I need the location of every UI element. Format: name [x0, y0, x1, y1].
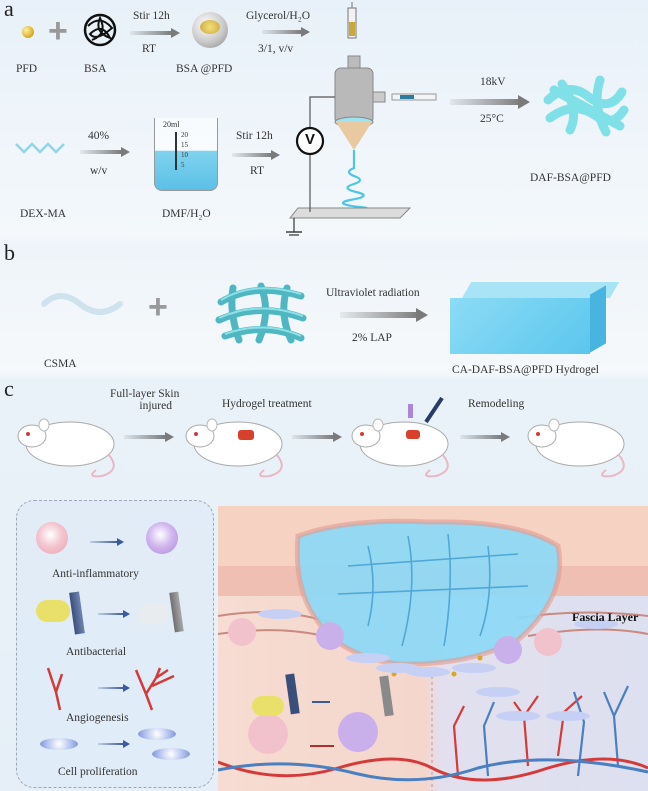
pfd-particle-icon — [22, 26, 34, 38]
panel-letter-b: b — [4, 240, 15, 265]
dead-bacteria-icon — [138, 604, 170, 624]
process-arrow — [460, 432, 510, 442]
process-arrow — [232, 150, 280, 160]
dmf-h2o-label: DMF/H₂O — [162, 208, 211, 220]
panel-letter-a: a — [4, 0, 14, 21]
row2-step1-top: 40% — [88, 130, 110, 142]
process-arrow — [124, 432, 174, 442]
effect-arrow — [90, 538, 124, 546]
hydrogel-block-icon — [450, 282, 620, 354]
bsa-protein-icon — [83, 13, 117, 47]
daf-bsa-pfd-label: DAF-BSA@PFD — [530, 172, 611, 184]
step1-condition-bottom: RT — [142, 43, 157, 55]
lap-label: 2% LAP — [352, 332, 392, 344]
m2-macrophage-icon — [146, 522, 178, 554]
temperature-label: 25°C — [480, 113, 504, 125]
step2-condition-bottom: 3/1, v/v — [258, 43, 294, 55]
beaker-volume-label: 20ml — [163, 120, 180, 129]
dexma-polymer-icon — [15, 142, 65, 154]
effect-arrow — [98, 684, 130, 692]
row2-step2-top: Stir 12h — [236, 130, 273, 142]
step-injury-label: Full-layer Skin injured — [110, 388, 180, 412]
nanofiber-mat-icon — [543, 75, 629, 137]
bsa-label: BSA — [84, 63, 107, 75]
step-remodeling-label: Remodeling — [468, 398, 525, 410]
nanofiber-network-icon — [215, 282, 307, 344]
cell-proliferation-label: Cell proliferation — [58, 766, 138, 778]
bsa-pfd-nanoparticle-icon — [192, 12, 228, 48]
beaker-icon: 20ml 20 15 10 5 — [154, 118, 218, 191]
fibroblast-icon — [40, 738, 78, 750]
step1-condition-top: Stir 12h — [133, 10, 170, 22]
beaker-scale: 20 15 10 5 — [181, 131, 188, 169]
csma-label: CSMA — [44, 358, 77, 370]
fibroblast-icon — [138, 728, 176, 740]
row2-step2-bottom: RT — [250, 165, 265, 177]
fascia-layer-label: Fascia Layer — [572, 610, 639, 624]
uv-radiation-label: Ultraviolet radiation — [326, 287, 420, 299]
electrospinning-apparatus — [286, 2, 437, 236]
process-arrow — [340, 308, 428, 322]
m1-macrophage-icon — [36, 522, 68, 554]
effect-arrow — [98, 610, 130, 618]
bacteria-icon — [36, 600, 70, 622]
process-arrow — [262, 27, 310, 37]
mouse-treated-icon — [351, 396, 449, 478]
angiogenesis-vessels-icon — [46, 667, 175, 711]
angiogenesis-label: Angiogenesis — [66, 712, 129, 724]
process-arrow — [130, 28, 180, 38]
process-arrow — [80, 147, 130, 157]
voltmeter-symbol: V — [304, 131, 315, 148]
wound-cross-section — [218, 506, 648, 791]
mouse-healthy-icon — [17, 418, 115, 478]
voltage-label: 18kV — [480, 76, 506, 88]
process-arrow — [292, 432, 342, 442]
panel-letter-c: c — [4, 376, 14, 401]
process-arrow — [450, 95, 530, 109]
pfd-label: PFD — [16, 63, 38, 75]
anti-inflammatory-label: Anti-inflammatory — [52, 568, 139, 580]
bsa-pfd-label: BSA @PFD — [176, 63, 233, 75]
plus-icon: + — [148, 288, 168, 326]
step-treatment-label: Hydrogel treatment — [222, 398, 312, 410]
hydrogel-product-label: CA-DAF-BSA@PFD Hydrogel — [452, 364, 600, 376]
dexma-label: DEX-MA — [20, 208, 66, 220]
effect-arrow — [98, 740, 130, 748]
plus-icon: + — [48, 12, 68, 50]
mouse-healed-icon — [527, 418, 625, 478]
step2-condition-top: Glycerol/H₂O — [246, 10, 311, 22]
csma-polymer-icon — [41, 293, 123, 315]
fibroblast-icon — [152, 748, 190, 760]
antibacterial-label: Antibacterial — [66, 646, 127, 658]
row2-step1-bottom: w/v — [90, 165, 108, 177]
mouse-injured-icon — [185, 418, 283, 478]
